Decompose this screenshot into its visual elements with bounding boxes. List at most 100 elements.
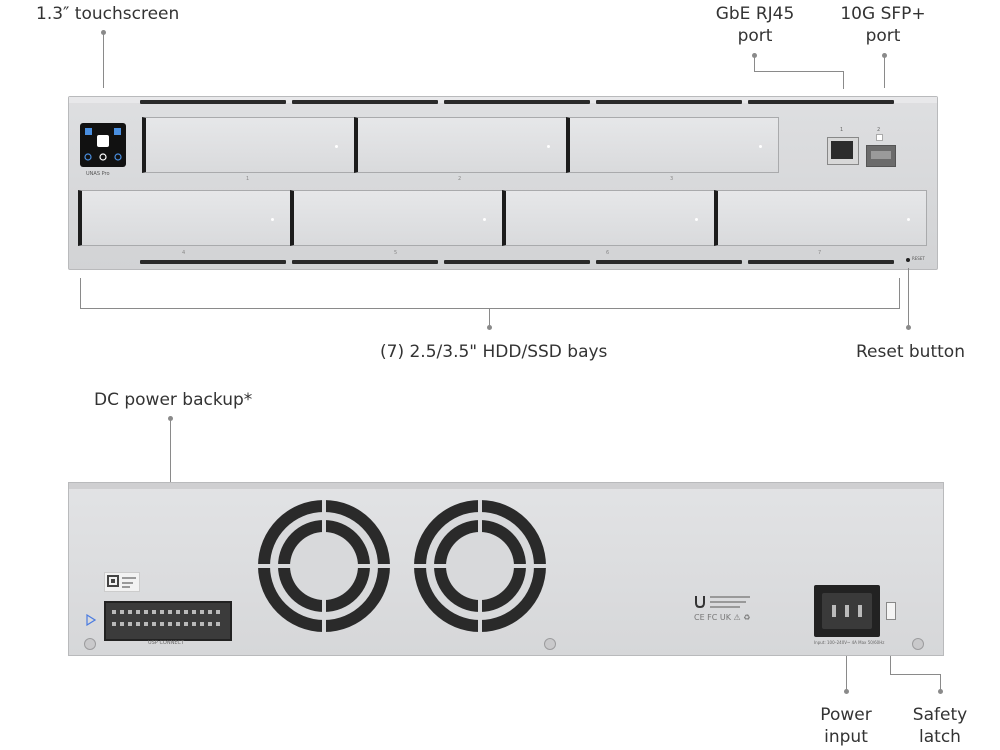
sfp-callout-line1: 10G SFP+: [840, 4, 926, 24]
vent-slot: [444, 260, 590, 264]
bay-number: 3: [670, 176, 674, 182]
dc-connector-pin: [176, 622, 180, 626]
dc-connector-pin: [208, 610, 212, 614]
reset-lead-dot: [906, 325, 911, 330]
fan-left: [258, 500, 390, 632]
power-lead: [846, 656, 847, 690]
bays-callout: (7) 2.5/3.5" HDD/SSD bays: [380, 342, 608, 362]
dc-connector-pin: [152, 622, 156, 626]
dc-connector-pin: [216, 610, 220, 614]
vent-slot: [140, 260, 286, 264]
vent-slot: [596, 260, 742, 264]
reset-lead: [908, 268, 909, 326]
dc-connector-pin: [184, 610, 188, 614]
dc-connector-pin: [184, 622, 188, 626]
drive-bay[interactable]: [502, 190, 715, 246]
dc-connector-pin: [144, 610, 148, 614]
touchscreen-callout: 1.3″ touchscreen: [36, 4, 180, 24]
fan-right: [414, 500, 546, 632]
dc-connector-pin: [176, 610, 180, 614]
drive-bay[interactable]: [142, 117, 355, 173]
rj45-lead-dot: [752, 53, 757, 58]
sfp-port[interactable]: [866, 145, 896, 167]
bays-bracket-left: [80, 278, 81, 308]
power-callout-line1: Power: [820, 705, 872, 725]
dc-connector-pin: [120, 622, 124, 626]
vent-slot: [748, 260, 894, 264]
brand-label: UNAS Pro: [86, 171, 110, 177]
rj45-lead-h: [754, 71, 843, 72]
bay-led: [759, 145, 762, 148]
bays-lead-dot: [487, 325, 492, 330]
touchscreen-display-icon: [84, 128, 122, 161]
latch-callout: Safety latch: [900, 704, 980, 748]
dc-connector-pin: [152, 610, 156, 614]
bays-bracket-bottom: [80, 308, 900, 309]
bay-led: [271, 218, 274, 221]
vent-slot: [596, 100, 742, 104]
latch-callout-line1: Safety: [912, 705, 968, 725]
dc-connector-pin: [136, 610, 140, 614]
rj45-callout-line2: port: [737, 26, 773, 46]
bay-number: 5: [394, 250, 398, 256]
latch-lead-v2: [940, 674, 941, 690]
dc-connector-pin: [136, 622, 140, 626]
dc-connector-pin: [168, 622, 172, 626]
drive-bay[interactable]: [354, 117, 567, 173]
drive-bay[interactable]: [78, 190, 291, 246]
dc-lead-dot: [168, 416, 173, 421]
dc-connector-pin: [168, 610, 172, 614]
bay-led: [547, 145, 550, 148]
latch-lead-v1: [890, 656, 891, 674]
dc-connector-pin: [200, 622, 204, 626]
reset-callout: Reset button: [856, 342, 965, 362]
ubiquiti-logo-icon: CE FC UK ⚠ ♻: [694, 596, 750, 622]
drive-bay[interactable]: [714, 190, 927, 246]
power-input-socket[interactable]: [814, 585, 880, 637]
rj45-port[interactable]: [827, 137, 859, 165]
reset-button[interactable]: [906, 258, 910, 262]
touchscreen-lead: [103, 32, 104, 88]
dc-connector-pin: [128, 622, 132, 626]
bays-bracket-stem: [489, 308, 490, 326]
sfp-cage: [871, 151, 891, 159]
qr-label-sticker: [104, 572, 140, 592]
power-pin: [845, 605, 849, 617]
bay-number: 4: [182, 250, 186, 256]
dc-connector-pin: [160, 622, 164, 626]
bay-number: 6: [606, 250, 610, 256]
power-pin: [832, 605, 836, 617]
rj45-callout-line1: GbE RJ45: [715, 4, 795, 24]
dc-connector-pin: [200, 610, 204, 614]
dc-connector-pin: [160, 610, 164, 614]
back-top-edge: [69, 483, 943, 489]
safety-latch[interactable]: [886, 602, 896, 620]
dc-connector-pin: [144, 622, 148, 626]
usp-label: USP CONNECT: [148, 640, 185, 646]
vent-slot: [292, 260, 438, 264]
drive-bay[interactable]: [566, 117, 779, 173]
vent-slot: [444, 100, 590, 104]
bay-number: 7: [818, 250, 822, 256]
port-led: [876, 134, 883, 141]
rj45-lead-v2: [843, 71, 844, 89]
fan-grille-icon: [258, 500, 546, 632]
port-number: 2: [877, 127, 881, 133]
dc-connector-pin: [208, 622, 212, 626]
drive-bay[interactable]: [290, 190, 503, 246]
port-number: 1: [840, 127, 844, 133]
dc-power-connector[interactable]: [104, 601, 232, 641]
triangle-arrow-icon: [86, 614, 96, 626]
bay-led: [483, 218, 486, 221]
sfp-lead-dot: [882, 53, 887, 58]
power-socket-inner: [822, 593, 872, 629]
touchscreen[interactable]: [80, 123, 126, 167]
sfp-lead: [884, 56, 885, 88]
bay-led: [335, 145, 338, 148]
bay-led: [907, 218, 910, 221]
screw: [544, 638, 556, 650]
screw: [912, 638, 924, 650]
bay-number: 2: [458, 176, 462, 182]
power-callout: Power input: [806, 704, 886, 748]
vent-slot: [748, 100, 894, 104]
